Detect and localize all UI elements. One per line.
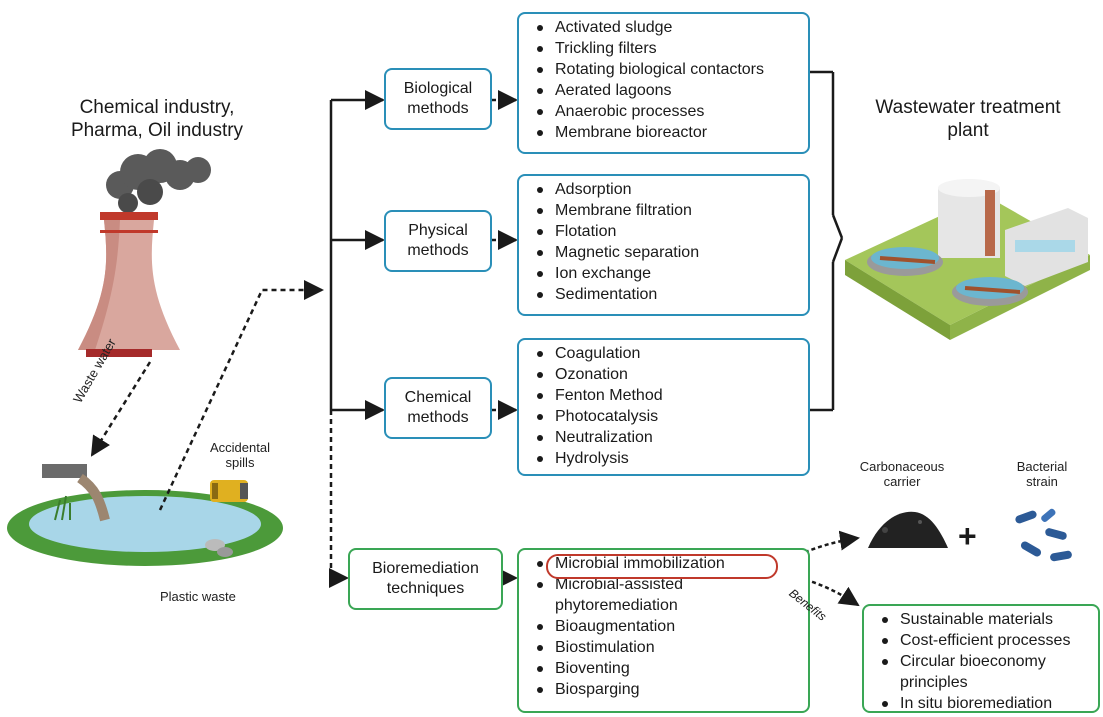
carbon-carrier-icon <box>868 511 948 548</box>
cooling-tower-icon <box>78 212 180 357</box>
list-item: Circular bioeconomy <box>878 651 1090 672</box>
bacteria-icon <box>1015 508 1072 562</box>
physical-methods-line2: methods <box>407 242 469 259</box>
waste-water-flow-arrow <box>90 361 152 457</box>
plus-sign: + <box>958 518 977 554</box>
list-item: Cost-efficient processes <box>878 630 1090 651</box>
chemical-methods-line2: methods <box>407 409 469 426</box>
list-item: Hydrolysis <box>533 448 800 469</box>
chemical-methods-list: Coagulation Ozonation Fenton Method Phot… <box>517 338 810 476</box>
list-item-continuation: principles <box>900 674 968 691</box>
list-item: Microbial immobilization <box>533 553 800 574</box>
source-title: Chemical industry, Pharma, Oil industry <box>52 96 262 142</box>
list-item: Coagulation <box>533 343 800 364</box>
chemical-methods-line1: Chemical <box>404 389 472 406</box>
bioremediation-techniques-box: Bioremediation techniques <box>348 548 503 610</box>
bracket-to-plant <box>810 70 844 412</box>
list-item: Adsorption <box>533 179 800 200</box>
biological-methods-box: Biological methods <box>384 68 492 130</box>
biological-methods-list: Activated sludge Trickling filters Rotat… <box>517 12 810 154</box>
pond-to-methods-flow-line <box>158 280 324 511</box>
benefits-list: Sustainable materials Cost-efficient pro… <box>862 604 1100 713</box>
physical-methods-list: Adsorption Membrane filtration Flotation… <box>517 174 810 316</box>
bioremediation-techniques-list: Microbial immobilization Microbial-assis… <box>517 548 810 713</box>
list-item: Ion exchange <box>533 263 800 284</box>
bioremediation-line2: techniques <box>386 580 465 597</box>
list-item: Anaerobic processes <box>533 101 800 122</box>
list-item: Flotation <box>533 221 800 242</box>
list-item: Fenton Method <box>533 385 800 406</box>
list-item: Microbial-assisted <box>533 574 800 595</box>
list-item: Biostimulation <box>533 637 800 658</box>
list-item: Rotating biological contactors <box>533 59 800 80</box>
biological-methods-line2: methods <box>407 100 469 117</box>
physical-methods-line1: Physical <box>408 222 468 239</box>
list-item: Sustainable materials <box>878 609 1090 630</box>
list-item: Neutralization <box>533 427 800 448</box>
list-item: Ozonation <box>533 364 800 385</box>
list-item: Photocatalysis <box>533 406 800 427</box>
bioremediation-line1: Bioremediation <box>372 560 479 577</box>
list-item-continuation: phytoremediation <box>555 597 678 614</box>
list-item: Sedimentation <box>533 284 800 305</box>
plastic-waste-label: Plastic waste <box>160 589 236 604</box>
list-item: Bioaugmentation <box>533 616 800 637</box>
accidental-spills-label: Accidental spills <box>210 440 270 470</box>
polluted-pond-icon <box>7 464 283 566</box>
list-item: Trickling filters <box>533 38 800 59</box>
list-item: Biosparging <box>533 679 800 700</box>
list-item: Magnetic separation <box>533 242 800 263</box>
bacterial-strain-label: Bacterial strain <box>1016 459 1068 489</box>
source-title-line2: Pharma, Oil industry <box>70 120 244 141</box>
source-title-line1: Chemical industry, <box>79 97 235 118</box>
list-item: Bioventing <box>533 658 800 679</box>
list-item: Membrane filtration <box>533 200 800 221</box>
list-item: Activated sludge <box>533 17 800 38</box>
list-item: In situ bioremediation <box>878 693 1090 714</box>
biological-methods-line1: Biological <box>403 80 473 97</box>
smoke-icon <box>106 149 211 213</box>
list-item: Membrane bioreactor <box>533 122 800 143</box>
physical-methods-box: Physical methods <box>384 210 492 272</box>
treatment-plant-icon <box>845 179 1090 340</box>
carbonaceous-carrier-label: Carbonaceous carrier <box>859 459 945 489</box>
plant-title: Wastewater treatment plant <box>875 97 1061 141</box>
chemical-methods-box: Chemical methods <box>384 377 492 439</box>
microbial-immobilization-highlight <box>546 554 778 579</box>
list-item: Aerated lagoons <box>533 80 800 101</box>
